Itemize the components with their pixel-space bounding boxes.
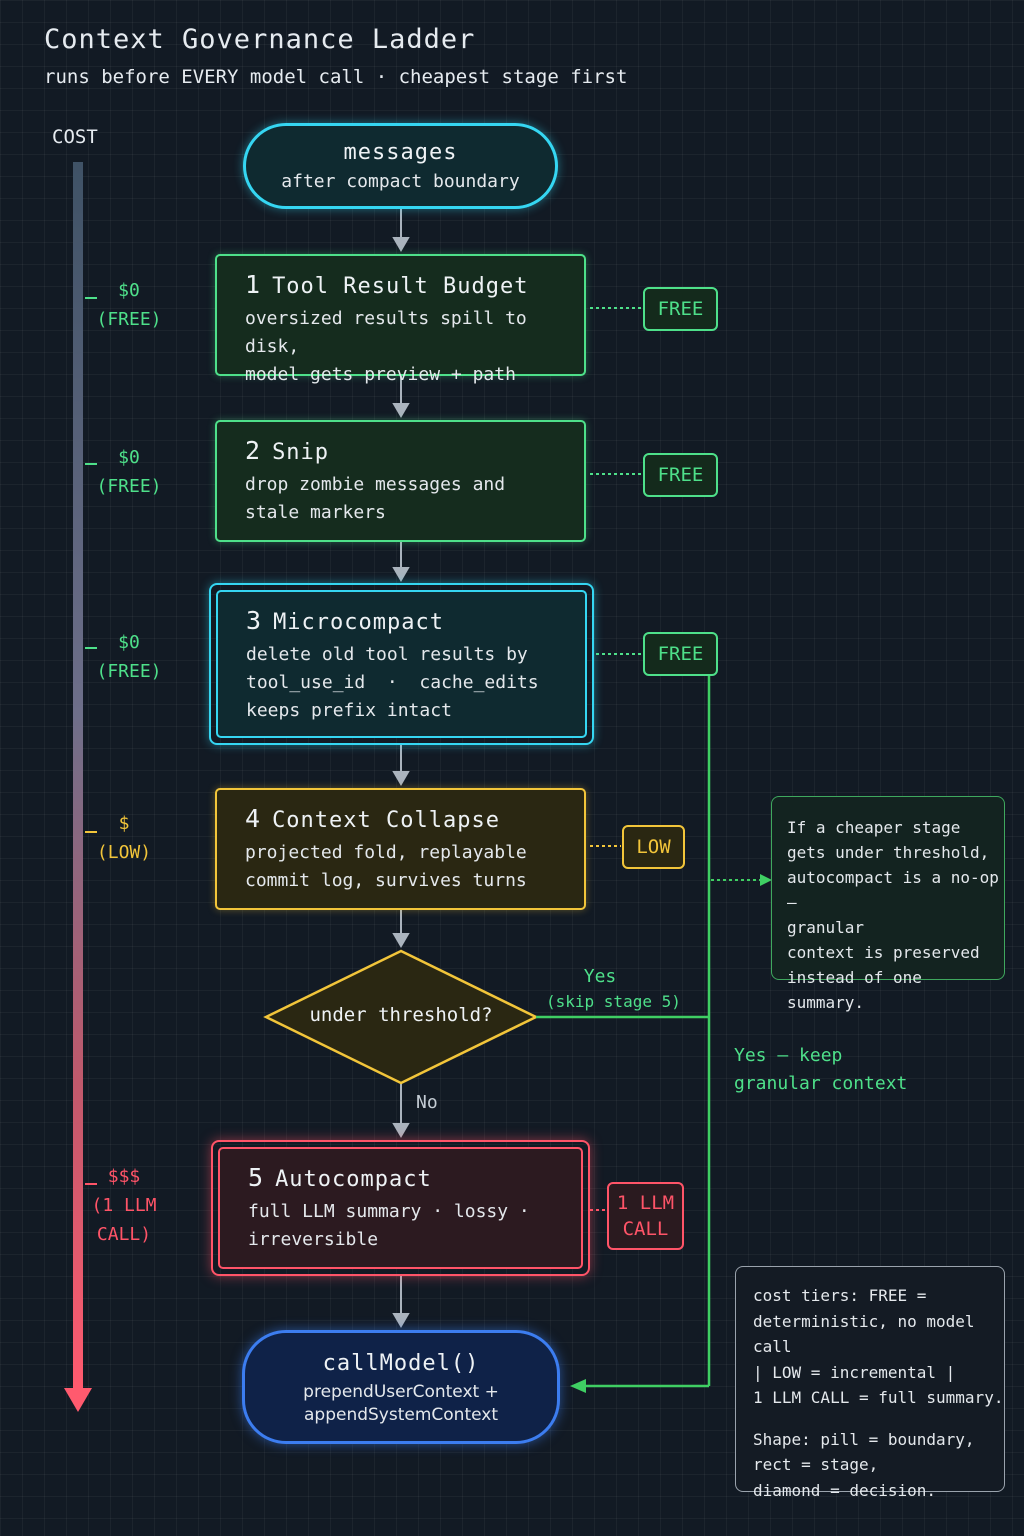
stage-3-microcompact: 3 Microcompact delete old tool results by… bbox=[216, 590, 587, 738]
stage-name: Autocompact bbox=[275, 1167, 432, 1192]
cost-tier-desc: (LOW) bbox=[96, 842, 152, 863]
bypass-label-line: Yes – keep bbox=[734, 1045, 843, 1066]
legend-box: cost tiers: FREE = deterministic, no mod… bbox=[735, 1266, 1005, 1500]
cost-axis-label: COST bbox=[52, 126, 98, 148]
stage-description-line: model gets preview + path bbox=[245, 364, 516, 385]
end-node-title: callModel() bbox=[322, 1351, 480, 1376]
cost-tier-amount: $0 bbox=[118, 447, 140, 468]
stage-number: 2 bbox=[245, 436, 261, 465]
decision-no-label: No bbox=[416, 1092, 438, 1113]
legend-line: 1 LLM CALL = full summary. bbox=[753, 1388, 1004, 1407]
stage-description-line: keeps prefix intact bbox=[246, 700, 452, 721]
decision-yes-label: Yes bbox=[583, 966, 617, 987]
stage-description-line: delete old tool results by bbox=[246, 644, 528, 665]
start-node-title: messages bbox=[343, 140, 458, 165]
stage-4-context-collapse: 4 Context Collapse projected fold, replay… bbox=[215, 788, 586, 910]
stage-3-outer-frame bbox=[209, 583, 594, 745]
legend-line: Shape: pill = boundary, bbox=[753, 1429, 975, 1449]
diagram-subtitle: runs before EVERY model call · cheapest … bbox=[44, 66, 628, 88]
note-box: If a cheaper stage gets under threshold,… bbox=[771, 796, 1005, 1012]
cost-tier-desc: (FREE) bbox=[96, 476, 162, 497]
stage-2-cost-badge: FREE bbox=[643, 453, 718, 497]
decision-question: under threshold? bbox=[309, 1004, 493, 1026]
stage-4-cost-badge: LOW bbox=[622, 825, 685, 869]
stage-1-cost-badge: FREE bbox=[643, 287, 718, 331]
decision-yes-note: (skip stage 5) bbox=[546, 992, 681, 1011]
bypass-label-line: granular context bbox=[734, 1073, 908, 1094]
cost-tier-amount: $0 bbox=[118, 632, 140, 653]
cost-tier-5: $$$ (1 LLM CALL) bbox=[79, 1162, 169, 1249]
cost-axis-bar bbox=[73, 162, 83, 1390]
stage-description-line: oversized results spill to disk, bbox=[245, 308, 527, 357]
badge-line: 1 LLM bbox=[616, 1192, 675, 1214]
legend-line: cost tiers: FREE = bbox=[753, 1286, 927, 1305]
stage-number: 1 bbox=[245, 270, 261, 299]
cost-tier-4: $ (LOW) bbox=[79, 809, 169, 867]
cost-tier-1: $0 (FREE) bbox=[84, 276, 174, 334]
legend-line: | LOW = incremental | bbox=[753, 1362, 956, 1382]
stage-description-line: tool_use_id · cache_edits bbox=[246, 672, 539, 693]
start-node-subtitle: after compact boundary bbox=[281, 171, 520, 192]
stage-2-snip: 2 Snip drop zombie messages and stale mar… bbox=[215, 420, 586, 542]
note-line: context is preserved bbox=[787, 943, 980, 962]
legend-line: rect = stage, bbox=[753, 1455, 879, 1474]
note-line: granular bbox=[787, 918, 865, 937]
start-node-messages: messages after compact boundary bbox=[243, 123, 558, 209]
badge-line: CALL bbox=[622, 1218, 669, 1240]
bypass-arrowhead bbox=[570, 1379, 586, 1393]
stage-description-line: commit log, survives turns bbox=[245, 870, 527, 891]
stage-description-line: drop zombie messages and bbox=[245, 474, 506, 495]
stage-name: Tool Result Budget bbox=[272, 274, 529, 299]
cost-tier-amount: $$$ bbox=[107, 1166, 141, 1187]
diagram-title: Context Governance Ladder bbox=[44, 24, 476, 55]
note-line: autocompact is a no-op – bbox=[787, 868, 999, 912]
cost-tier-amount: $ bbox=[118, 813, 130, 834]
end-node-line: appendSystemContext bbox=[303, 1405, 498, 1425]
stage-number: 3 bbox=[246, 606, 262, 635]
cost-tier-amount: $0 bbox=[118, 280, 140, 301]
cost-tier-2: $0 (FREE) bbox=[84, 443, 174, 501]
stage-name: Microcompact bbox=[273, 610, 445, 635]
note-line: instead of one summary. bbox=[787, 968, 922, 1012]
stage-name: Context Collapse bbox=[272, 808, 500, 833]
decision-diamond bbox=[263, 949, 539, 1085]
stage-3-cost-badge: FREE bbox=[643, 632, 718, 676]
stage-description-line: projected fold, replayable bbox=[245, 842, 527, 863]
cost-tier-desc: (FREE) bbox=[96, 309, 162, 330]
note-line: If a cheaper stage bbox=[787, 818, 961, 837]
cost-tier-desc: CALL) bbox=[96, 1224, 152, 1245]
stage-name: Snip bbox=[272, 440, 330, 465]
stage-1-tool-result-budget: 1 Tool Result Budget oversized results sp… bbox=[215, 254, 586, 385]
end-node-callmodel: callModel() prependUserContext + appendS… bbox=[242, 1330, 560, 1444]
stage-number: 4 bbox=[245, 804, 261, 833]
end-node-line: prependUserContext + bbox=[303, 1382, 499, 1402]
cost-tier-desc: (1 LLM bbox=[91, 1195, 157, 1216]
stage-5-cost-badge: 1 LLM CALL bbox=[607, 1182, 684, 1250]
cost-tier-3: $0 (FREE) bbox=[84, 628, 174, 686]
legend-line: deterministic, no model call bbox=[753, 1311, 975, 1357]
stage-number: 5 bbox=[248, 1163, 264, 1192]
note-connector-arrowhead bbox=[760, 874, 772, 886]
stage-description-line: irreversible bbox=[248, 1229, 379, 1250]
note-line: gets under threshold, bbox=[787, 843, 990, 862]
cost-tier-desc: (FREE) bbox=[96, 661, 162, 682]
stage-description-line: stale markers bbox=[245, 502, 386, 523]
stage-description-line: full LLM summary · lossy · bbox=[248, 1201, 530, 1222]
legend-line: diamond = decision. bbox=[753, 1480, 937, 1500]
stage-5-outer-frame bbox=[211, 1140, 590, 1276]
bypass-label: Yes – keep granular context bbox=[734, 1042, 907, 1098]
cost-axis-arrowhead bbox=[64, 1388, 92, 1412]
